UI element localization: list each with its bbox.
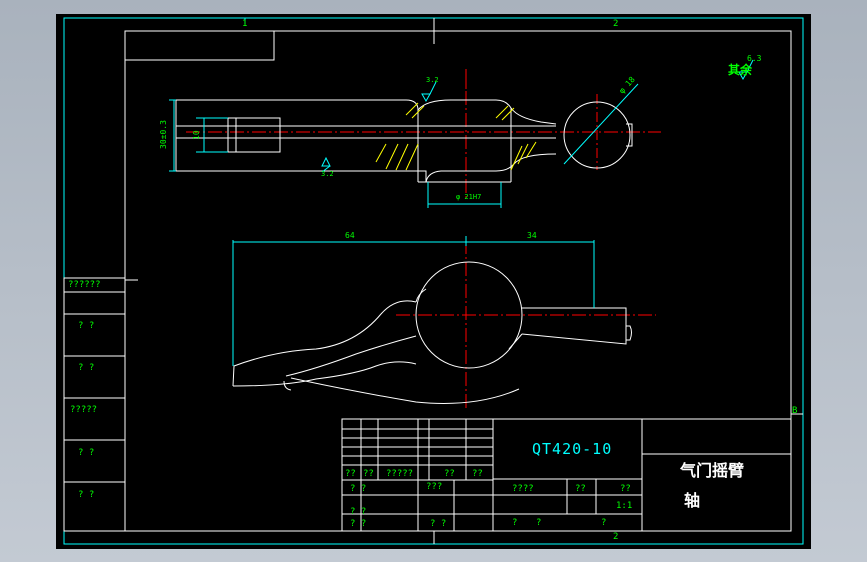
hatch [375, 102, 537, 171]
dim-height: 30±0.3 [159, 120, 168, 149]
weight-row-cell-2: ?? [575, 484, 586, 494]
rest-roughness-label: 其余 [728, 63, 753, 77]
row-c-cell-1: ? ? [350, 519, 367, 529]
roughness-left: 3.2 [321, 170, 334, 178]
material-label: QT420-10 [532, 440, 613, 458]
left-panel-label-6: ? ? [78, 490, 95, 500]
code-box [125, 31, 275, 61]
left-panel-label-1: ?????? [68, 280, 101, 290]
row-b-cell-1: ? ? [350, 507, 367, 517]
dim-hole: φ 21H7 [456, 193, 482, 201]
sign-cell-1: ?? [345, 469, 356, 479]
scale-value: 1:1 [616, 501, 633, 511]
left-panel-label-3: ? ? [78, 363, 95, 373]
dim-inner: 10 [192, 130, 201, 140]
bottom-row-cell-3: ? [601, 518, 607, 528]
left-panel-label-4: ????? [70, 405, 98, 415]
bottom-row-cell-2: ? [536, 518, 542, 528]
zone-label-top-2: 2 [613, 19, 619, 29]
row-a-cell-1: ? ? [350, 484, 367, 494]
bottom-row-cell-1: ? [512, 518, 518, 528]
weight-row-cell-1: ???? [512, 484, 534, 494]
part-name-line1: 气门摇臂 [680, 461, 745, 480]
front-view [232, 236, 656, 409]
roughness-top: 3.2 [426, 76, 439, 84]
zone-label-top-1: 1 [242, 19, 248, 29]
title-block [341, 418, 792, 532]
rest-roughness-value: 6.3 [747, 54, 762, 63]
weight-row-cell-3: ?? [620, 484, 631, 494]
row-a-cell-2: ??? [426, 482, 443, 492]
zone-label-b: B [792, 406, 798, 416]
dimension-lines [169, 59, 754, 208]
sign-cell-3: ????? [386, 469, 414, 479]
zone-label-bottom-2: 2 [613, 532, 619, 542]
dim-length-left: 64 [345, 231, 355, 240]
left-panel-label-2: ? ? [78, 321, 95, 331]
drawing-svg [63, 17, 804, 545]
dimension-lines-2 [232, 236, 595, 366]
sign-cell-5: ?? [472, 469, 483, 479]
row-c-cell-2: ? ? [430, 519, 447, 529]
drawing-canvas[interactable]: 1 2 2 B 3.2 3.2 其余 6.3 30±0.3 10 φ 18 φ … [56, 14, 811, 549]
section-view [169, 59, 754, 208]
left-stamp-panel [63, 277, 138, 532]
part-name-line2: 轴 [684, 491, 701, 510]
sign-cell-2: ?? [363, 469, 374, 479]
dim-length-right: 34 [527, 231, 537, 240]
left-panel-label-5: ? ? [78, 448, 95, 458]
sign-cell-4: ?? [444, 469, 455, 479]
